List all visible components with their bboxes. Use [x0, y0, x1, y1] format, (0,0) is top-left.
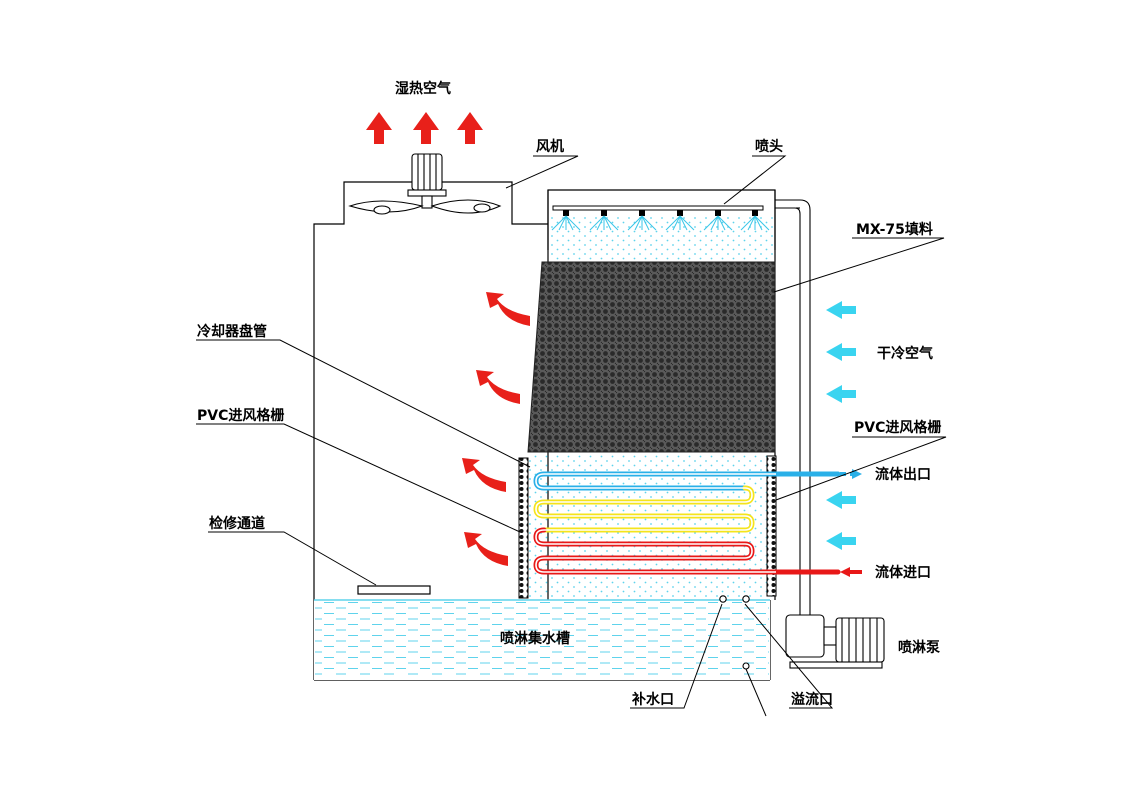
outlet-arrow-head [852, 469, 862, 479]
label-fluid-outlet: 流体出口 [875, 466, 931, 483]
nozzle-icon [627, 210, 657, 231]
label-nozzle: 喷头 [755, 138, 783, 155]
label-overflow: 溢流口 [791, 691, 833, 708]
leader-lines [196, 155, 947, 717]
label-hot-humid-air: 湿热空气 [395, 80, 451, 97]
nozzles [551, 210, 770, 231]
label-fill: MX-75填料 [856, 221, 933, 238]
louver-left [518, 457, 529, 599]
cold-air-arrow [826, 385, 856, 403]
label-makeup-water: 补水口 [631, 691, 674, 708]
label-spray-sump: 喷淋集水槽 [500, 630, 570, 647]
spray-pump-icon [785, 614, 885, 669]
label-pvc-louver-left: PVC进风格栅 [197, 407, 284, 424]
hot-air-up-arrows [366, 112, 483, 144]
nozzle-icon [740, 210, 770, 231]
riser-pipe [775, 199, 811, 615]
label-cooler-coil: 冷却器盘管 [197, 323, 267, 340]
label-pvc-louver-right: PVC进风格栅 [854, 419, 941, 436]
label-fan: 风机 [536, 138, 564, 155]
label-maintenance-access: 检修通道 [209, 515, 265, 532]
inlet-arrow-head [840, 567, 850, 577]
louver-right [766, 455, 777, 597]
hot-air-curved-arrow [462, 458, 506, 492]
fill-media [527, 261, 776, 453]
spray-zone [550, 215, 773, 260]
hot-air-curved-arrow [476, 370, 520, 404]
coil-highlight [535, 473, 776, 573]
maintenance-walkway [357, 585, 431, 595]
cold-air-arrow [826, 491, 856, 509]
nozzle-icon [551, 210, 581, 231]
sump-water [315, 601, 769, 679]
drain-fitting [742, 662, 750, 670]
spray-header [552, 205, 764, 211]
nozzle-icon [589, 210, 619, 231]
hot-air-curved-arrow [486, 292, 530, 326]
cold-air-arrow [826, 343, 856, 361]
label-dry-cold-air: 干冷空气 [877, 345, 933, 362]
cold-air-arrows [826, 301, 856, 550]
fan-icon [348, 153, 502, 215]
nozzle-icon [665, 210, 695, 231]
hot-air-curved-arrows [462, 292, 530, 566]
hot-air-curved-arrow [464, 532, 508, 566]
label-fluid-inlet: 流体进口 [875, 564, 931, 581]
nozzle-icon [703, 210, 733, 231]
cold-air-arrow [826, 532, 856, 550]
overflow-fitting [742, 595, 750, 603]
label-spray-pump: 喷淋泵 [898, 639, 940, 656]
makeup-fitting [719, 595, 727, 603]
cold-air-arrow [826, 301, 856, 319]
